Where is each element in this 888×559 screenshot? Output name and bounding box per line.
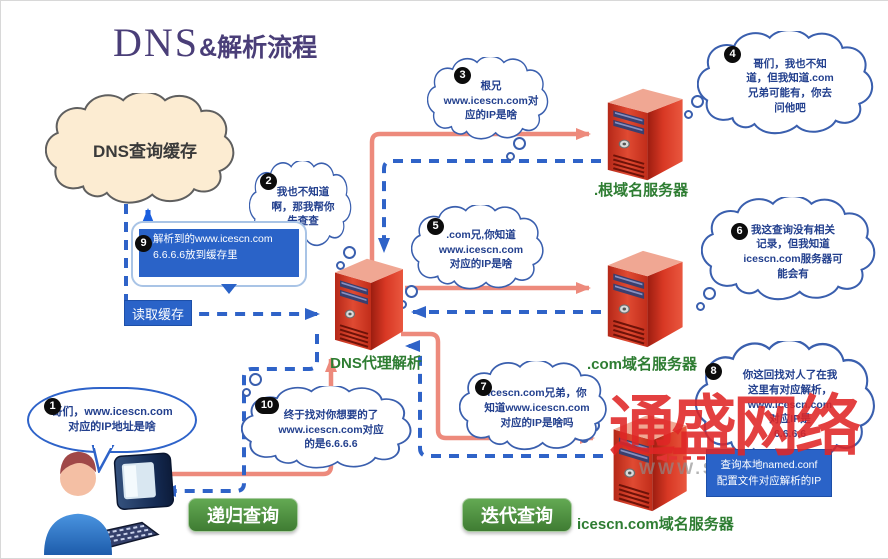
com-server-icon (599, 249, 687, 349)
page-title: DNS&解析流程 (113, 19, 317, 66)
title-suffix: &解析流程 (199, 34, 318, 62)
step-3-badge: 3 (454, 67, 471, 84)
step-9-box: 解析到的www.icescn.com 6.6.6.6放到缓存里 (131, 221, 307, 294)
arrow-query-proxy-to-icescn (401, 331, 595, 444)
step-10-text: 终于找对你想要的了 www.icescn.com对应 的是6.6.6.6 (278, 408, 384, 451)
title-dns: DNS (113, 20, 200, 65)
dns-cache-cloud: DNS查询缓存 (45, 93, 245, 211)
cloud-shape (241, 386, 412, 469)
dns-cache-cloud-label: DNS查询缓存 (93, 142, 197, 162)
thought-bubble-5: 5 .com兄,你知道 www.icescn.com 对应的IP是啥 (411, 205, 551, 295)
com-server-label: .com域名服务器 (587, 356, 698, 373)
thought-bubble-8: 8 你这回找对人了在我 这里有对应解析， www.icescn.com 对应IP… (695, 341, 885, 469)
icescn-server-icon (605, 413, 691, 513)
bubble-6-tail-dots (696, 287, 716, 311)
dns-proxy-server-icon (327, 257, 407, 352)
arrow-resp-root-to-proxy (378, 159, 601, 253)
step-7-badge: 7 (475, 379, 492, 396)
step-4-text: 哥们，我也不知 道，但我知道.com 兄弟可能有，你去 问他吧 (746, 57, 834, 114)
recursive-query-label: 递归查询 (188, 498, 298, 532)
cloud-shape (411, 205, 544, 290)
read-cache-label: 读取缓存 (124, 300, 192, 326)
root-server-icon (599, 87, 687, 182)
bubble-4-tail-dots (684, 95, 704, 119)
thought-bubble-7: 7 icescn.com兄弟，你 知道www.icescn.com 对应的IP是… (459, 361, 615, 456)
step-8-badge: 8 (705, 363, 722, 380)
step-9-box-tail (221, 284, 237, 294)
arrow-resp-icescn-to-proxy (405, 340, 603, 458)
step-4-badge: 4 (724, 46, 741, 63)
cloud-shape (701, 197, 876, 301)
step-7-text: icescn.com兄弟，你 知道www.icescn.com 对应的IP是啥吗 (484, 387, 590, 429)
step-5-text: .com兄,你知道 www.icescn.com 对应的IP是啥 (438, 228, 524, 271)
dns-proxy-server-label: DNS代理解析 (330, 355, 422, 372)
cloud-shape (45, 93, 235, 204)
arrow-query-proxy-to-root (369, 128, 591, 263)
step-8-text: 你这回找对人了在我 这里有对应解析， www.icescn.com 对应IP是 … (742, 369, 838, 441)
step-6-text: 我这查询没有相关 记录，但我知道 icescn.com服务器可 能会有 (743, 223, 843, 280)
thought-bubble-3: 3 根兄 www.icescn.com对 应的IP是啥 (427, 57, 555, 145)
speech-bubble-1-tail (91, 445, 115, 473)
step-9-badge: 9 (135, 235, 152, 252)
cloud-shape (697, 31, 874, 135)
bubble-3-tail-dots (506, 137, 526, 161)
icescn-server-label: icescn.com域名服务器 (577, 516, 734, 533)
arrow-resp-proxy-to-user (161, 334, 319, 497)
speech-bubble-1: 1 哥们，www.icescn.com 对应的IP地址是啥 (27, 387, 197, 453)
step-3-text: 根兄 www.icescn.com对 应的IP是啥 (443, 79, 539, 122)
step-1-badge: 1 (44, 398, 61, 415)
thought-bubble-10: 10 终于找对你想要的了 www.icescn.com对应 的是6.6.6.6 (241, 386, 421, 474)
bubble-10-tail-dots (242, 373, 262, 397)
bubble-2-tail-dots (336, 246, 356, 270)
step-9-text: 解析到的www.icescn.com 6.6.6.6放到缓存里 (139, 229, 299, 277)
iterative-query-label: 迭代查询 (462, 498, 572, 532)
root-server-label: .根域名服务器 (594, 182, 689, 199)
step-5-badge: 5 (427, 218, 444, 235)
user-and-computer-icon (26, 439, 186, 557)
step-6-badge: 6 (731, 223, 748, 240)
step-10-badge: 10 (255, 397, 279, 414)
step-2-text: 我也不知道 啊，那我帮你 先查查 (271, 185, 335, 228)
cloud-shape (459, 361, 607, 451)
thought-bubble-6: 6 我这查询没有相关 记录，但我知道 icescn.com服务器可 能会有 (701, 197, 885, 307)
step-2-badge: 2 (260, 173, 277, 190)
thought-bubble-4: 4 哥们，我也不知 道，但我知道.com 兄弟可能有，你去 问他吧 (697, 31, 883, 141)
step-1-text: 哥们，www.icescn.com 对应的IP地址是啥 (51, 405, 173, 433)
named-conf-note-box: 查询本地named.conf 配置文件对应解析的IP (706, 449, 832, 497)
